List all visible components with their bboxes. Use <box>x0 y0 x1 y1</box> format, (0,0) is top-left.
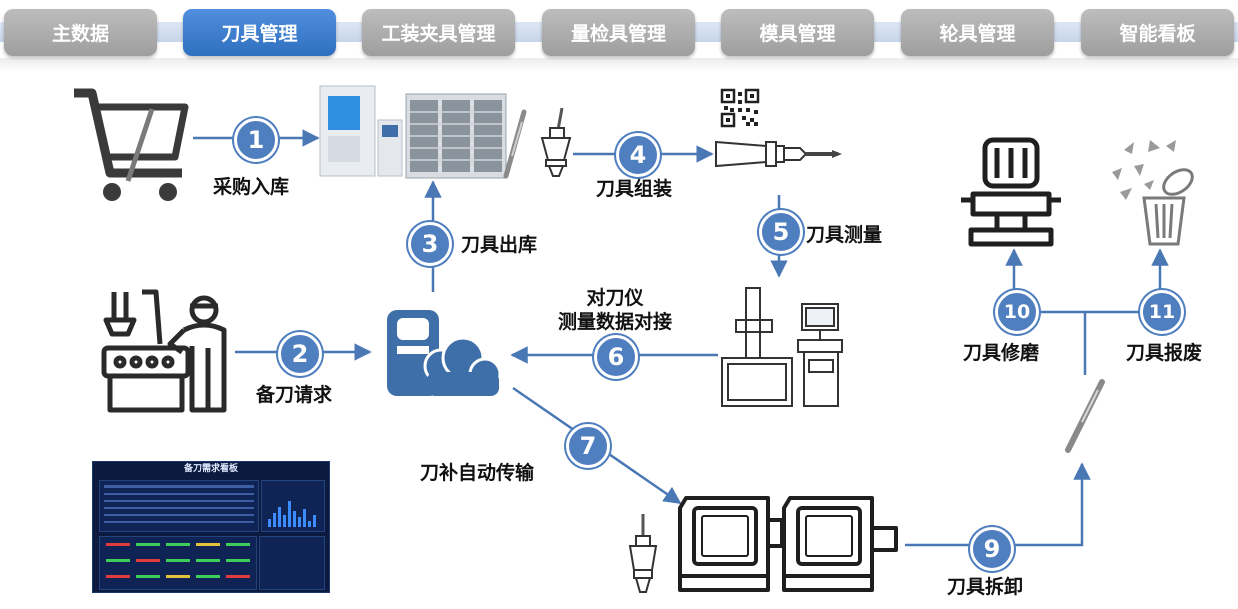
tab-tool-management[interactable]: 刀具管理 <box>183 9 336 56</box>
step-label-tool-outbound: 刀具出库 <box>461 234 538 256</box>
worker-icon <box>101 289 227 413</box>
tab-mold-management[interactable]: 模具管理 <box>721 9 874 56</box>
step-label-presetter-line1: 对刀仪 <box>586 287 644 309</box>
step-badge-10: 10 <box>995 290 1039 334</box>
step-badge-1: 1 <box>234 118 278 162</box>
tool-holder-small-icon <box>628 514 658 593</box>
regrinding-machine-icon <box>961 137 1061 247</box>
tab-gauge-management[interactable]: 量检具管理 <box>542 9 695 56</box>
dashboard-bar-panel <box>261 480 325 532</box>
step-badge-3: 3 <box>408 222 452 266</box>
tab-fixture-management[interactable]: 工装夹具管理 <box>362 9 515 56</box>
cnc-machines-icon <box>678 496 898 592</box>
step-label-tool-scrap: 刀具报废 <box>1126 342 1203 364</box>
tab-master-data[interactable]: 主数据 <box>4 9 157 56</box>
tool-vending-cabinet-icon <box>319 85 507 179</box>
step-badge-6: 6 <box>594 335 638 379</box>
module-tab-bar: 主数据 刀具管理 工装夹具管理 量检具管理 模具管理 轮具管理 智能看板 <box>0 0 1238 72</box>
cloud-server-icon <box>387 310 502 396</box>
step-label-purchase-storage: 采购入库 <box>213 176 290 198</box>
step-badge-11: 11 <box>1140 290 1184 334</box>
tool-holder-icon <box>540 107 572 177</box>
tab-bar-shadow <box>0 58 1238 72</box>
dashboard-table-rows <box>104 485 254 523</box>
tool-presetter-icon <box>721 287 843 407</box>
dashboard-side-panel <box>259 536 325 590</box>
step-label-tool-request: 备刀请求 <box>256 384 333 406</box>
dashboard-status-panel <box>99 536 257 590</box>
step-label-tool-regrind: 刀具修磨 <box>963 342 1040 364</box>
step-badge-5: 5 <box>759 210 803 254</box>
step-label-tool-measurement: 刀具测量 <box>806 224 883 246</box>
used-drill-bit-icon <box>1065 379 1105 453</box>
step-badge-7: 7 <box>566 424 610 468</box>
step-label-presetter-line2: 测量数据对接 <box>557 311 672 333</box>
drill-bit-icon <box>503 109 527 179</box>
dashboard-table-panel <box>99 480 259 532</box>
scrap-trash-icon <box>1112 140 1194 246</box>
tab-smart-dashboard[interactable]: 智能看板 <box>1081 9 1234 56</box>
tab-wheel-management[interactable]: 轮具管理 <box>901 9 1054 56</box>
step-badge-4: 4 <box>616 133 660 177</box>
shopping-cart-icon <box>74 88 189 201</box>
step-badge-9: 9 <box>970 527 1014 571</box>
dashboard-mini-bar-chart <box>268 501 316 527</box>
qr-code-icon <box>720 88 760 128</box>
arrow-disassembly-to-tool <box>905 462 1091 547</box>
tool-demand-dashboard-thumbnail[interactable]: 备刀需求看板 <box>92 461 330 593</box>
dashboard-title: 备刀需求看板 <box>183 464 238 474</box>
step-label-presetter-data: 对刀仪 测量数据对接 <box>550 286 680 334</box>
step-label-tool-assembly: 刀具组装 <box>596 178 673 200</box>
step-badge-2: 2 <box>278 332 322 376</box>
assembled-tool-icon <box>715 140 842 168</box>
step-label-tool-disassembly: 刀具拆卸 <box>947 576 1024 598</box>
step-label-auto-offset-transfer: 刀补自动传输 <box>420 462 535 484</box>
